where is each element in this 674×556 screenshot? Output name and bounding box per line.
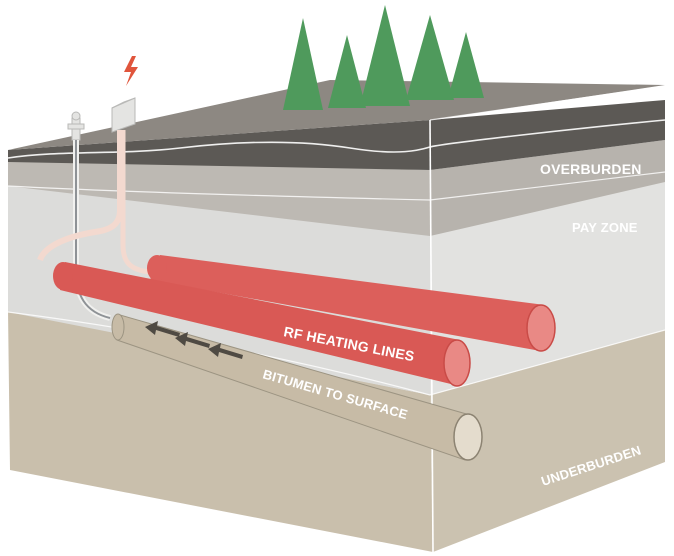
block-edge-top (429, 85, 666, 121)
tree-icon (406, 15, 454, 100)
overburden-layer-right (430, 140, 665, 236)
trees (283, 5, 484, 110)
flow-arrow-icon (145, 321, 180, 337)
wellbore-injector (37, 130, 123, 262)
underburden-layer (8, 310, 433, 552)
tree-icon (448, 32, 484, 98)
flow-arrow-icon (208, 343, 243, 359)
tree-icon (360, 5, 410, 106)
power-box (111, 97, 136, 133)
wellbore-injector-2 (120, 130, 151, 275)
tree-icon (283, 18, 323, 110)
bitumen-pipe-end (453, 413, 483, 461)
rf-heating-line-lower (53, 262, 471, 387)
tree-icon (328, 35, 366, 108)
pay-zone-label: PAY ZONE (572, 220, 638, 235)
rf-pipe-end-upper (526, 304, 556, 352)
pay-zone-boundary (7, 171, 666, 201)
wellhead (67, 111, 85, 141)
lightning-icon (124, 56, 138, 86)
dark-band (8, 100, 665, 170)
underburden-layer-right (430, 330, 665, 552)
rf-pipe-end-lower (443, 339, 471, 387)
flow-arrow-icon (175, 332, 210, 348)
overburden-layer (8, 160, 430, 236)
surface-top (8, 80, 665, 150)
rf-heating-line-upper (147, 255, 556, 352)
overburden-label: OVERBURDEN (540, 161, 642, 177)
bitumen-pipe (111, 313, 483, 461)
